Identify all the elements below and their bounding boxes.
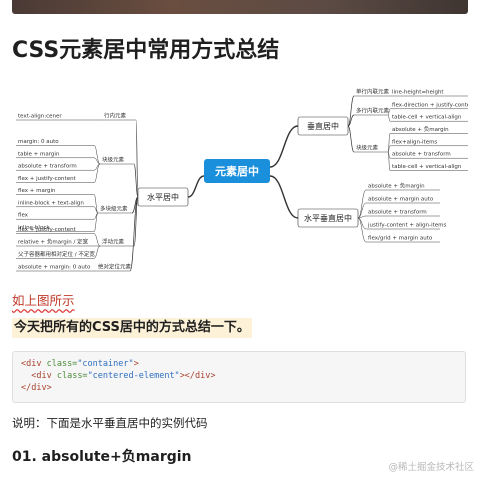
code-line: </div> [21, 382, 457, 394]
code-line: <div class="container"> [21, 358, 457, 370]
connector-line [93, 157, 101, 165]
connector-line [93, 212, 99, 232]
connector-line [357, 189, 367, 219]
code-token: class= [46, 359, 78, 369]
code-block: <div class="container"> <div class="cent… [12, 351, 466, 403]
leaf-label: flex [18, 213, 29, 219]
leaf-label: flex/grid + margin auto [368, 236, 433, 242]
leaf-label: absolute + transform [368, 210, 427, 216]
group-label: 多行内联元素 [356, 107, 390, 115]
group-label: 绝对定位元素 [98, 263, 132, 271]
leaf-label: absolute + 负margin [392, 125, 449, 133]
leaf-label: absolute + transform [392, 152, 451, 158]
connector-line [387, 108, 391, 116]
connector-line [269, 125, 299, 168]
branch-node-label: 垂直居中 [307, 121, 339, 131]
leaf-label: inline-block + text-align [18, 200, 84, 206]
connector-line [133, 163, 139, 198]
code-token: <div [21, 359, 47, 369]
connector-line [357, 217, 367, 243]
group-label: 多块级元素 [100, 205, 128, 213]
section-heading: 01. absolute+负margin [12, 449, 192, 465]
connector-line [93, 206, 99, 214]
connector-line [347, 95, 355, 127]
watermark: @稀土掘金技术社区 [388, 462, 474, 473]
code-token: <div [31, 371, 57, 381]
leaf-label: text-align:cener [18, 114, 62, 120]
group-label: 单行内联元素 [356, 88, 390, 96]
center-node-label: 元素居中 [215, 164, 259, 178]
leaf-label: line-height=height [392, 90, 444, 96]
lead-paragraph: 今天把所有的CSS居中的方式总结一下。 [12, 318, 252, 338]
code-token: class= [56, 371, 88, 381]
connector-line [387, 145, 391, 153]
connector-line [135, 119, 139, 198]
connector-line [93, 233, 101, 247]
group-label: 行内元素 [104, 112, 127, 120]
leaf-label: table-cell + vertical-align [392, 164, 462, 170]
connector-line [93, 194, 99, 214]
leaf-label: flex + margin [18, 188, 56, 194]
connector-line [387, 114, 391, 122]
leaf-label: absolute + margin auto [368, 197, 434, 203]
header-image-strip [12, 0, 468, 14]
leaf-label: flex + justify-content [18, 176, 77, 182]
code-token: </div> [21, 383, 52, 393]
leaf-label: 父子容器都用相对定位 / 不定宽 [18, 250, 95, 258]
connector-line [357, 217, 367, 230]
leaf-label: margin: 0 auto [18, 139, 59, 145]
leaf-label: absolute + 负margin [368, 182, 425, 190]
leaf-label: flex + justify-content [18, 227, 77, 233]
leaf-label: absolute + margin: 0 auto [18, 265, 91, 271]
connector-line [357, 202, 367, 219]
code-token [21, 371, 31, 381]
connector-line [93, 145, 101, 165]
connector-line [187, 175, 205, 198]
leaf-label: table + margin [18, 151, 60, 157]
code-line: <div class="centered-element"></div> [21, 370, 457, 382]
connector-line [269, 175, 299, 219]
center-node-box [204, 159, 270, 183]
connector-line [347, 125, 355, 153]
connector-line [93, 163, 101, 183]
group-label: 块级元素 [356, 144, 379, 152]
code-token: > [133, 359, 139, 369]
connector-line [93, 245, 101, 259]
branch-node-label: 水平居中 [147, 192, 179, 202]
connector-line [387, 151, 391, 171]
code-token: ></div> [179, 371, 216, 381]
leaf-label: inline-block [18, 225, 50, 231]
connector-line [357, 215, 367, 219]
leaf-label: justify-content + align-items [367, 223, 447, 229]
leaf-label: relative + 负margin / 定宽 [18, 238, 89, 246]
mindmap-diagram: 元素居中水平居中 行内元素 text-align:cener 块级元素 margin: … [12, 84, 468, 284]
branch-node-label: 水平垂直居中 [304, 213, 352, 223]
group-label: 块级元素 [102, 156, 125, 164]
code-token: "container" [77, 359, 134, 369]
leaf-label: table-cell + vertical-align [392, 115, 462, 121]
leaf-label: flex-direction + justify-content [392, 102, 468, 108]
connector-line [133, 196, 139, 247]
group-label: 浮动元素 [102, 238, 125, 246]
connector-line [347, 114, 355, 127]
leaf-label: absolute + transform [18, 164, 77, 170]
page-title: CSS元素居中常用方式总结 [12, 38, 280, 63]
figure-caption: 如上图所示 [12, 293, 75, 308]
note-text: 说明：下面是水平垂直居中的实例代码 [12, 416, 208, 430]
code-token: "centered-element" [87, 371, 180, 381]
connector-line [129, 196, 139, 272]
leaf-label: flex+align-items [392, 139, 437, 145]
